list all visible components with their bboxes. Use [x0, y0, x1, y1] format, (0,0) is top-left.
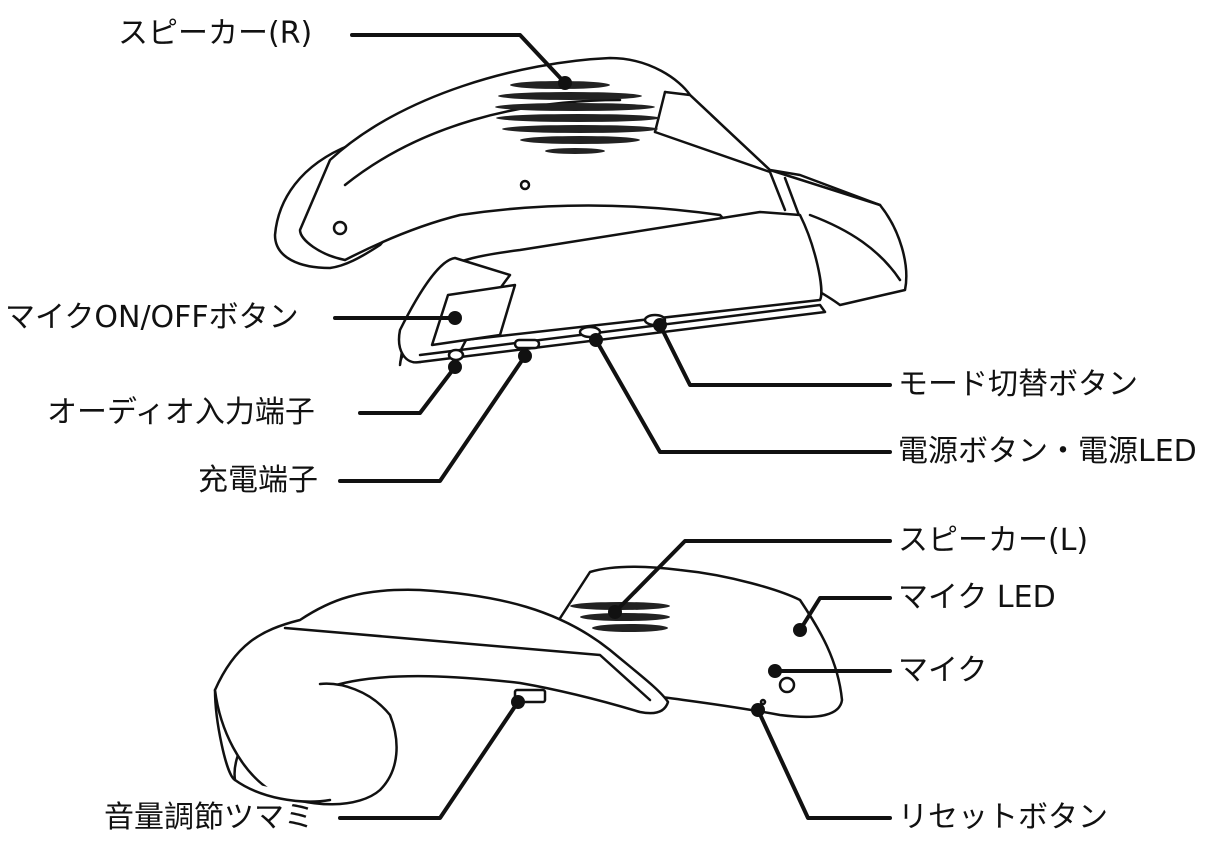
lower-device	[213, 565, 844, 806]
leader-mic-led	[798, 596, 892, 632]
leader-reset	[756, 708, 892, 820]
speaker-l-grille	[570, 602, 670, 632]
leader-dots	[448, 76, 807, 717]
speaker-r-grille	[495, 81, 660, 154]
leader-volume	[338, 700, 520, 820]
label-charge-port: 充電端子	[198, 463, 318, 498]
leader-mode	[658, 323, 892, 387]
upper-device	[273, 56, 908, 367]
label-mic-led: マイク LED	[898, 580, 1056, 615]
leader-lines	[333, 33, 892, 820]
leader-charge	[338, 354, 527, 483]
label-mode-button: モード切替ボタン	[898, 367, 1138, 402]
leader-speaker-r	[350, 33, 567, 85]
label-speaker-l: スピーカー(L)	[898, 523, 1089, 558]
label-speaker-r: スピーカー(R)	[118, 16, 313, 51]
label-audio-input: オーディオ入力端子	[47, 395, 315, 430]
label-mic-onoff-button: マイクON/OFFボタン	[5, 300, 299, 335]
label-mic: マイク	[898, 653, 988, 688]
leader-speaker-l	[613, 539, 892, 614]
label-volume-knob: 音量調節ツマミ	[104, 800, 314, 835]
leader-audio-input	[358, 365, 457, 415]
label-reset-button: リセットボタン	[898, 800, 1108, 835]
leader-power	[594, 338, 892, 454]
label-power-button: 電源ボタン・電源LED	[898, 434, 1197, 469]
